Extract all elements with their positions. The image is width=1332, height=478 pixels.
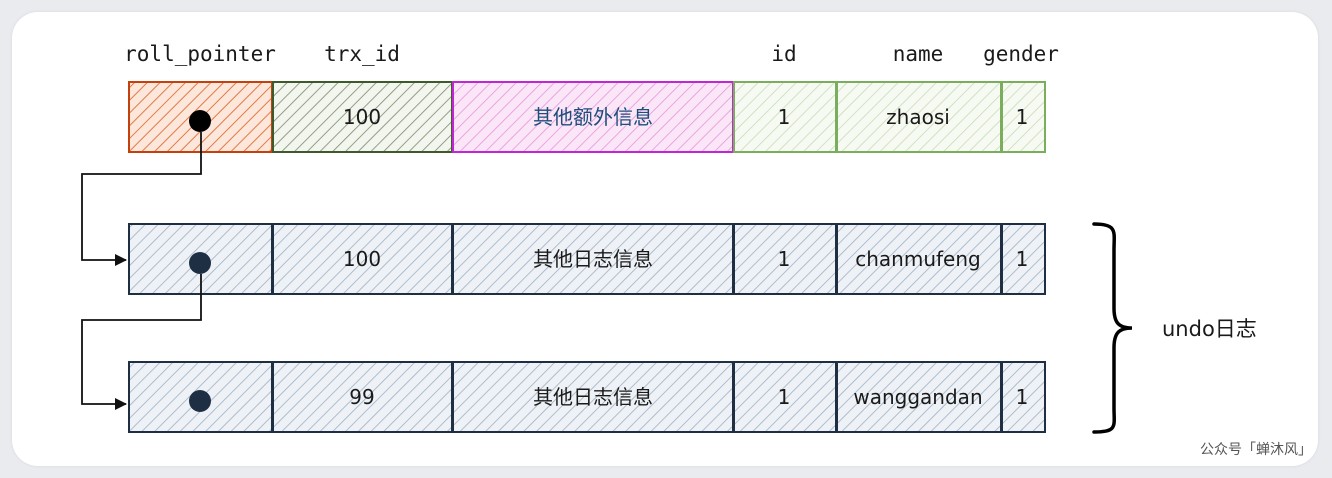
name-value: chanmufeng — [855, 247, 980, 271]
extra-info-cell — [452, 81, 734, 153]
id-cell — [733, 361, 837, 433]
pointer-dot — [189, 252, 211, 274]
undo-log-label: undo日志 — [1162, 317, 1257, 341]
trx-id-cell — [272, 81, 453, 153]
id-value: 1 — [778, 385, 791, 409]
current-record-row: 100 其他额外信息 1 zhaosi 1 — [128, 81, 1046, 153]
name-cell — [836, 223, 1002, 295]
header-id: id — [771, 42, 796, 66]
name-value: wanggandan — [853, 385, 982, 409]
extra-info-value: 其他日志信息 — [533, 385, 653, 409]
id-value: 1 — [778, 105, 791, 129]
gender-value: 1 — [1016, 385, 1029, 409]
trx-id-value: 100 — [343, 105, 381, 129]
gender-value: 1 — [1016, 247, 1029, 271]
header-trx-id: trx_id — [324, 42, 400, 66]
trx-id-cell — [272, 361, 453, 433]
name-cell — [836, 81, 1002, 153]
header-name: name — [893, 42, 944, 66]
pointer-dot — [189, 390, 211, 412]
extra-info-cell — [452, 361, 734, 433]
id-cell — [733, 81, 837, 153]
extra-info-value: 其他日志信息 — [533, 247, 653, 271]
pointer-arrow — [81, 274, 202, 410]
trx-id-value: 100 — [343, 247, 381, 271]
gender-cell — [1001, 361, 1046, 433]
undo-record-row: 100 其他日志信息 1 chanmufeng 1 — [128, 223, 1046, 295]
id-value: 1 — [778, 247, 791, 271]
header-gender: gender — [983, 42, 1059, 66]
name-value: zhaosi — [886, 105, 950, 129]
id-cell — [733, 223, 837, 295]
watermark: 公众号「蝉沐风」 — [1200, 442, 1312, 458]
header-roll-pointer: roll_pointer — [124, 42, 276, 66]
extra-info-value: 其他额外信息 — [533, 105, 653, 129]
gender-cell — [1001, 81, 1046, 153]
extra-info-cell — [452, 223, 734, 295]
trx-id-cell — [272, 223, 453, 295]
curly-brace-icon — [1092, 222, 1133, 434]
gender-cell — [1001, 223, 1046, 295]
pointer-arrow — [81, 132, 202, 266]
name-cell — [836, 361, 1002, 433]
pointer-dot — [189, 110, 211, 132]
gender-value: 1 — [1016, 105, 1029, 129]
trx-id-value: 99 — [349, 385, 374, 409]
undo-record-row: 99 其他日志信息 1 wanggandan 1 — [128, 361, 1046, 433]
